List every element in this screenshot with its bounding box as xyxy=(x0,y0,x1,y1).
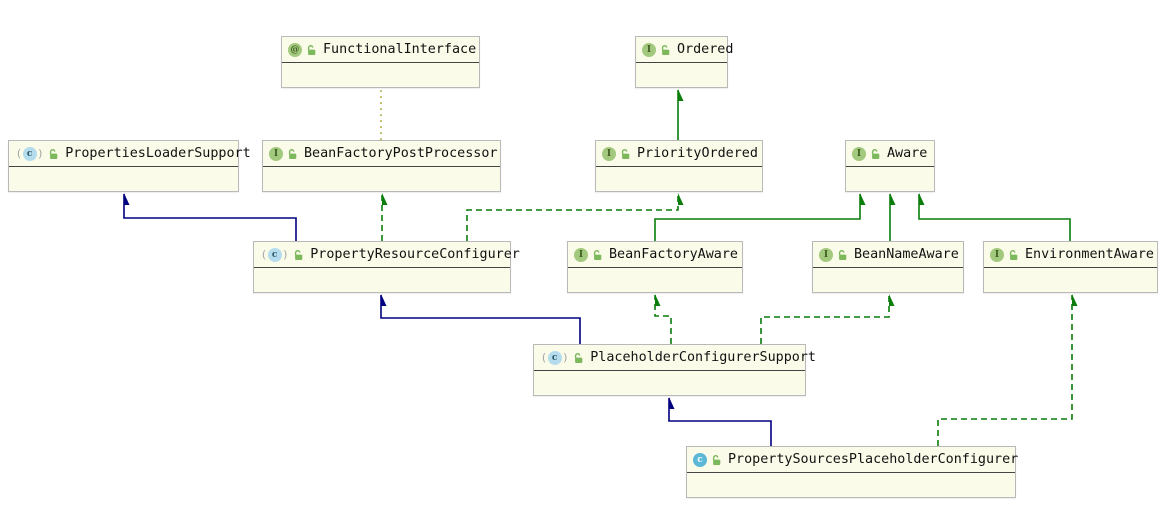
diagram-node-BeanFactoryPostProcessor[interactable]: I BeanFactoryPostProcessor xyxy=(262,140,501,192)
node-title-bar[interactable]: I Aware xyxy=(846,141,934,167)
node-label: PropertiesLoaderSupport xyxy=(65,146,251,161)
node-members-compartment xyxy=(282,63,479,88)
node-title-bar[interactable]: (c) PropertiesLoaderSupport xyxy=(9,141,251,167)
diagram-node-Aware[interactable]: I Aware xyxy=(845,140,935,192)
diagram-node-FunctionalInterface[interactable]: @ FunctionalInterface xyxy=(281,36,480,88)
interface-icon: I xyxy=(642,42,656,57)
abstract-class-icon: (c) xyxy=(540,350,569,365)
node-members-compartment xyxy=(568,268,742,293)
node-label: Ordered xyxy=(677,42,734,57)
edge-extends-PropertyResourceConfigurer-to-PropertiesLoaderSupport xyxy=(123,194,297,241)
node-title-bar[interactable]: (c) PlaceholderConfigurerSupport xyxy=(534,345,816,371)
unlocked-icon xyxy=(306,44,317,56)
node-label: PropertySourcesPlaceholderConfigurer xyxy=(728,452,1019,467)
class-icon: c xyxy=(693,452,707,467)
node-members-compartment xyxy=(596,167,762,192)
diagram-node-BeanFactoryAware[interactable]: I BeanFactoryAware xyxy=(567,241,743,293)
diagram-node-PropertySourcesPlaceholderConfigurer[interactable]: c PropertySourcesPlaceholderConfigurer xyxy=(686,446,1019,498)
unlocked-icon xyxy=(711,454,722,466)
interface-icon: I xyxy=(852,146,866,161)
node-members-compartment xyxy=(687,473,1015,498)
node-members-compartment xyxy=(254,268,510,293)
interface-icon: I xyxy=(819,247,833,262)
node-title-bar[interactable]: @ FunctionalInterface xyxy=(282,37,479,63)
diagram-node-EnvironmentAware[interactable]: I EnvironmentAware xyxy=(983,241,1158,293)
node-title-bar[interactable]: c PropertySourcesPlaceholderConfigurer xyxy=(687,447,1019,473)
edge-extends-PropertySourcesPlaceholderConfigurer-to-PlaceholderConfigurerSupport xyxy=(668,398,772,446)
node-title-bar[interactable]: I BeanNameAware xyxy=(813,242,963,268)
interface-icon: I xyxy=(574,247,588,262)
node-title-bar[interactable]: I PriorityOrdered xyxy=(596,141,762,167)
node-members-compartment xyxy=(846,167,934,192)
node-members-compartment xyxy=(263,167,500,192)
unlocked-icon xyxy=(287,148,298,160)
interface-icon: I xyxy=(602,146,616,161)
edge-implements-PlaceholderConfigurerSupport-to-BeanFactoryAware xyxy=(654,295,672,344)
unlocked-icon xyxy=(293,249,304,261)
node-label: BeanNameAware xyxy=(854,247,959,262)
node-label: BeanFactoryAware xyxy=(609,247,738,262)
diagram-node-PropertyResourceConfigurer[interactable]: (c) PropertyResourceConfigurer xyxy=(253,241,520,293)
unlocked-icon xyxy=(660,44,671,56)
edge-interface-extends-EnvironmentAware-to-Aware xyxy=(918,194,1071,241)
node-label: BeanFactoryPostProcessor xyxy=(304,146,498,161)
node-title-bar[interactable]: I Ordered xyxy=(636,37,733,63)
node-members-compartment xyxy=(813,268,963,293)
diagram-node-BeanNameAware[interactable]: I BeanNameAware xyxy=(812,241,964,293)
node-label: PriorityOrdered xyxy=(637,146,758,161)
edge-implements-PropertySourcesPlaceholderConfigurer-to-EnvironmentAware xyxy=(937,295,1072,446)
node-members-compartment xyxy=(636,63,727,88)
edge-implements-PlaceholderConfigurerSupport-to-BeanNameAware xyxy=(760,295,889,344)
unlocked-icon xyxy=(48,148,59,160)
node-title-bar[interactable]: (c) PropertyResourceConfigurer xyxy=(254,242,520,268)
edge-interface-extends-BeanFactoryAware-to-Aware xyxy=(654,194,860,241)
abstract-class-icon: (c) xyxy=(15,146,44,161)
node-label: EnvironmentAware xyxy=(1025,247,1154,262)
node-members-compartment xyxy=(534,371,805,396)
node-label: Aware xyxy=(887,146,928,161)
unlocked-icon xyxy=(1008,249,1019,261)
node-title-bar[interactable]: I BeanFactoryPostProcessor xyxy=(263,141,500,167)
unlocked-icon xyxy=(592,249,603,261)
unlocked-icon xyxy=(870,148,881,160)
diagram-node-PriorityOrdered[interactable]: I PriorityOrdered xyxy=(595,140,763,192)
unlocked-icon xyxy=(573,352,584,364)
node-label: FunctionalInterface xyxy=(323,42,477,57)
node-members-compartment xyxy=(984,268,1157,293)
unlocked-icon xyxy=(620,148,631,160)
diagram-node-PlaceholderConfigurerSupport[interactable]: (c) PlaceholderConfigurerSupport xyxy=(533,344,816,396)
abstract-class-icon: (c) xyxy=(260,247,289,262)
unlocked-icon xyxy=(837,249,848,261)
diagram-node-Ordered[interactable]: I Ordered xyxy=(635,36,733,88)
interface-icon: I xyxy=(269,146,283,161)
annotation-icon: @ xyxy=(288,42,302,57)
edge-extends-PlaceholderConfigurerSupport-to-PropertyResourceConfigurer xyxy=(380,295,581,344)
interface-icon: I xyxy=(990,247,1004,262)
node-members-compartment xyxy=(9,167,238,192)
node-title-bar[interactable]: I EnvironmentAware xyxy=(984,242,1157,268)
edge-implements-PropertyResourceConfigurer-to-PriorityOrdered xyxy=(466,194,678,241)
diagram-node-PropertiesLoaderSupport[interactable]: (c) PropertiesLoaderSupport xyxy=(8,140,251,192)
node-title-bar[interactable]: I BeanFactoryAware xyxy=(568,242,742,268)
node-label: PlaceholderConfigurerSupport xyxy=(590,350,816,365)
node-label: PropertyResourceConfigurer xyxy=(310,247,520,262)
